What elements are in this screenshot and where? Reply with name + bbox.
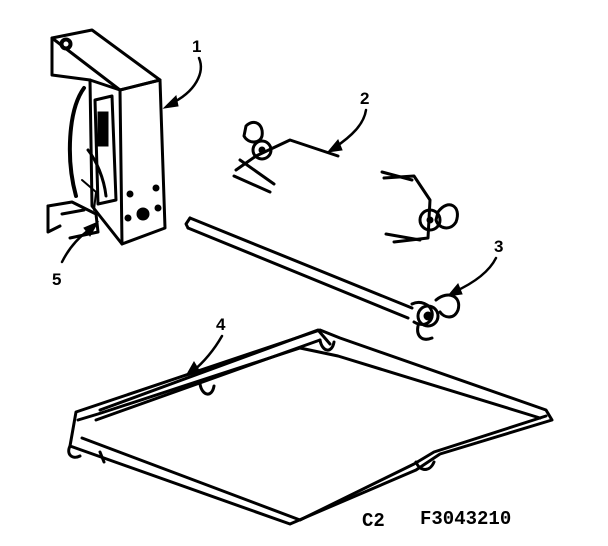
spit-rod bbox=[184, 216, 461, 341]
wire-rack bbox=[67, 328, 554, 526]
callout-2-leader bbox=[326, 108, 368, 153]
callout-3-leader bbox=[446, 256, 498, 297]
callout-4: 4 bbox=[216, 315, 226, 334]
motor-box bbox=[46, 28, 167, 246]
drawing-number: F3043210 bbox=[420, 508, 511, 530]
spit-fork-right bbox=[380, 170, 459, 244]
callout-3: 3 bbox=[494, 237, 503, 256]
figure-code: C2 bbox=[362, 510, 385, 532]
callout-1: 1 bbox=[192, 37, 201, 56]
callout-1-leader bbox=[162, 56, 203, 109]
callout-2: 2 bbox=[360, 89, 369, 108]
callout-5: 5 bbox=[52, 270, 61, 289]
spit-fork-left bbox=[232, 120, 340, 194]
callout-5-leader bbox=[60, 220, 100, 264]
callout-4-leader bbox=[184, 334, 224, 377]
